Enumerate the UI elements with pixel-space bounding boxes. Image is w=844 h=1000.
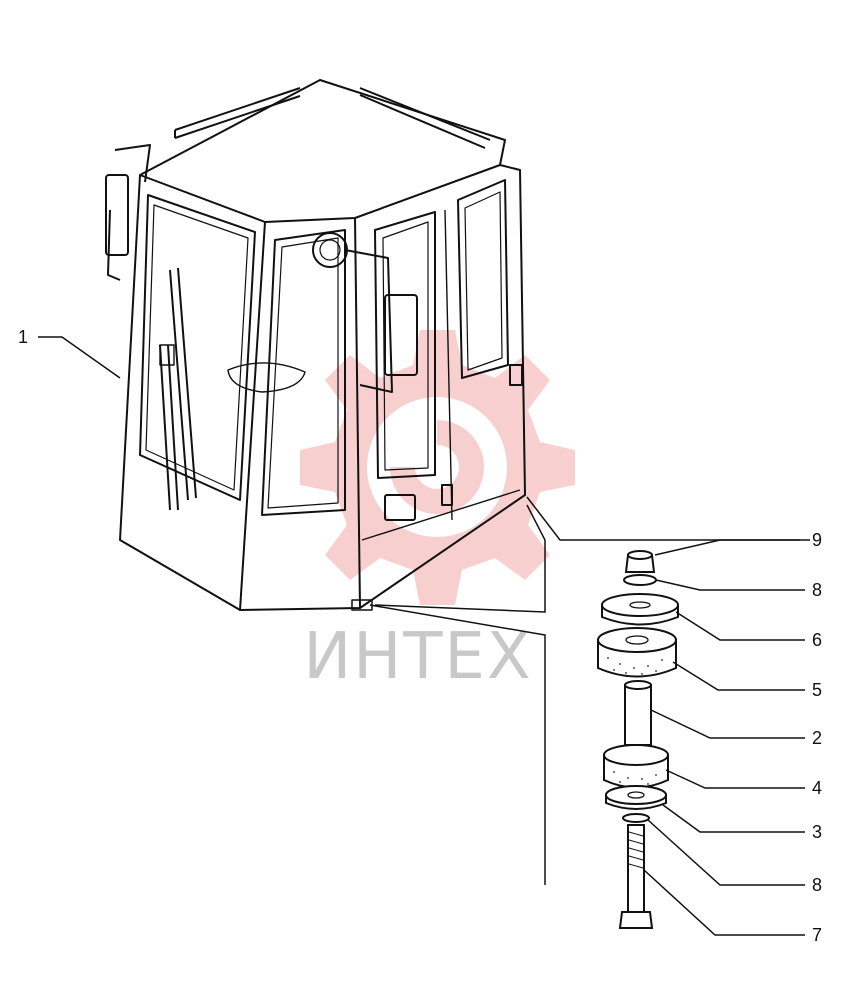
- watermark-text: ИНТЕХ: [303, 620, 532, 694]
- door-window-2: [457, 179, 509, 379]
- cushion-bottom: [603, 744, 669, 789]
- nut: [624, 550, 656, 573]
- callouts: [38, 336, 805, 936]
- leader-1: [38, 336, 121, 379]
- sleeve: [624, 680, 652, 746]
- washer-bottom: [622, 813, 650, 823]
- leader-6: [675, 611, 805, 641]
- washer-top: [623, 574, 657, 586]
- left-window: [139, 194, 256, 501]
- leader-4: [665, 769, 805, 789]
- cab: [105, 79, 526, 611]
- callout-4: 4: [812, 778, 822, 798]
- leader-9: [654, 539, 800, 556]
- callout-6: 6: [812, 630, 822, 650]
- door-window-1: [374, 211, 436, 479]
- plate-top: [601, 593, 679, 626]
- mount-assembly: [597, 550, 679, 929]
- callout-1: 1: [18, 327, 28, 347]
- cab-roof: [139, 79, 506, 223]
- callout-8-bottom: 8: [812, 875, 822, 895]
- watermark-logo: [300, 330, 575, 605]
- cushion-top: [597, 627, 677, 678]
- mirror-arm: [344, 249, 393, 393]
- callout-8-top: 8: [812, 580, 822, 600]
- callout-2: 2: [812, 728, 822, 748]
- roof-rail-right: [359, 87, 491, 149]
- callout-numbers: 1 9 8 6 5 2 4 3 8 7: [18, 327, 822, 945]
- leader-7: [643, 869, 805, 936]
- cab-body-outline: [119, 164, 526, 611]
- leader-8-bottom: [647, 819, 805, 886]
- bolt: [618, 824, 654, 929]
- plate-bottom: [605, 785, 667, 810]
- leader-3: [662, 804, 805, 833]
- leader-5: [672, 661, 805, 691]
- mirror: [384, 294, 418, 376]
- callout-7: 7: [812, 925, 822, 945]
- roof-rail-left: [174, 87, 301, 139]
- front-window: [261, 229, 346, 516]
- callout-3: 3: [812, 822, 822, 842]
- callout-9: 9: [812, 530, 822, 550]
- callout-5: 5: [812, 680, 822, 700]
- leader-8-top: [655, 579, 805, 591]
- wiper: [159, 267, 197, 511]
- leader-2: [650, 709, 805, 739]
- work-lamp: [312, 232, 348, 268]
